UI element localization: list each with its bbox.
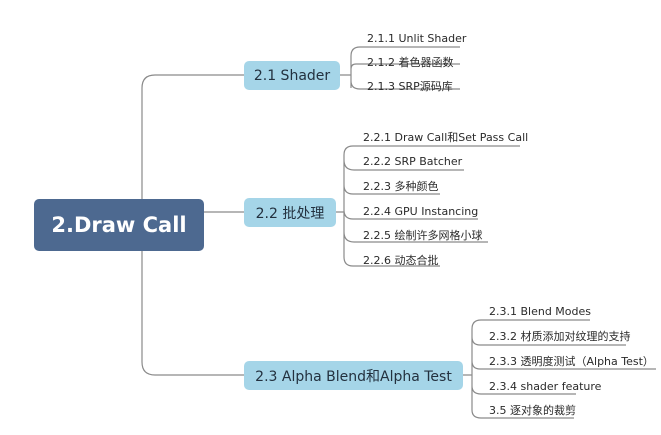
leaf-node[interactable]: 2.2.1 Draw Call和Set Pass Call xyxy=(363,131,529,144)
leaf-node[interactable]: 3.5 逐对象的裁剪 xyxy=(489,404,576,417)
branch-node-2-2[interactable]: 2.2 批处理 xyxy=(244,198,336,227)
leaf-node[interactable]: 2.1.3 SRP源码库 xyxy=(367,80,453,93)
leaf-node[interactable]: 2.2.4 GPU Instancing xyxy=(363,205,479,218)
leaf-node[interactable]: 2.3.2 材质添加对纹理的支持 xyxy=(489,330,631,343)
leaf-node[interactable]: 2.2.5 绘制许多网格小球 xyxy=(363,229,483,242)
leaf-node[interactable]: 2.3.1 Blend Modes xyxy=(489,305,592,318)
leaf-node[interactable]: 2.3.3 透明度测试（Alpha Test） xyxy=(489,355,654,368)
leaf-node[interactable]: 2.2.6 动态合批 xyxy=(363,254,439,267)
leaf-node[interactable]: 2.3.4 shader feature xyxy=(489,380,602,393)
root-node[interactable]: 2.Draw Call xyxy=(34,199,204,251)
leaf-node[interactable]: 2.2.3 多种颜色 xyxy=(363,180,439,193)
leaf-node[interactable]: 2.1.2 着色器函数 xyxy=(367,56,454,69)
branch-node-2-3[interactable]: 2.3 Alpha Blend和Alpha Test xyxy=(244,361,463,390)
branch-node-2-1[interactable]: 2.1 Shader xyxy=(244,61,340,90)
leaf-node[interactable]: 2.1.1 Unlit Shader xyxy=(367,32,467,45)
leaf-node[interactable]: 2.2.2 SRP Batcher xyxy=(363,155,463,168)
